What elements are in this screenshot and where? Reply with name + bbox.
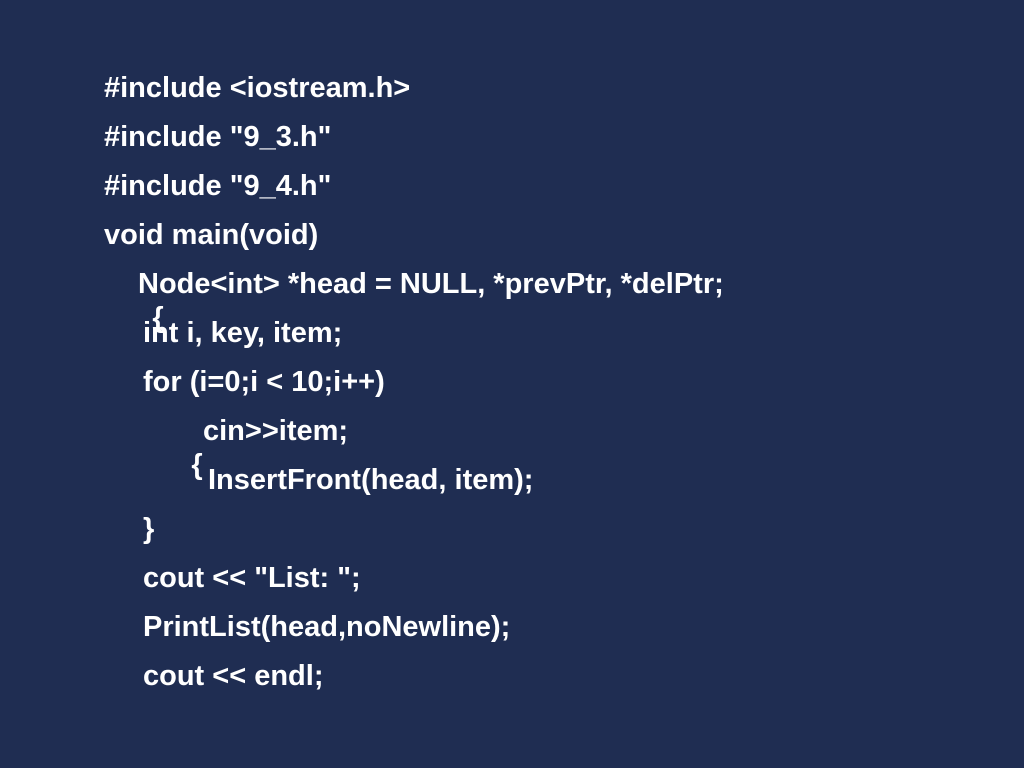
code-line-open-brace-for: { (143, 414, 203, 516)
code-line-open-brace-main: { (104, 267, 164, 369)
code-line-cin-item: cin>>item; (203, 415, 349, 447)
code-line-int-declaration: int i, key, item; (143, 317, 343, 349)
code-line-insert-front: InsertFront(head, item); (208, 464, 534, 496)
code-line-include-9-4: #include "9_4.h" (104, 170, 332, 202)
open-brace-main: { (152, 302, 164, 334)
code-line-cout-list: cout << "List: "; (143, 562, 361, 594)
code-line-close-brace-for: } (143, 513, 155, 545)
code-line-for-loop: for (i=0;i < 10;i++) (143, 366, 385, 398)
open-brace-for: { (191, 449, 203, 481)
code-line-include-9-3: #include "9_3.h" (104, 121, 332, 153)
code-line-main-signature: void main(void) (104, 219, 319, 251)
code-line-print-list: PrintList(head,noNewline); (143, 611, 511, 643)
code-line-cout-endl: cout << endl; (143, 660, 324, 692)
code-line-node-declaration: Node<int> *head = NULL, *prevPtr, *delPt… (138, 268, 724, 300)
code-line-include-iostream: #include <iostream.h> (104, 72, 411, 104)
